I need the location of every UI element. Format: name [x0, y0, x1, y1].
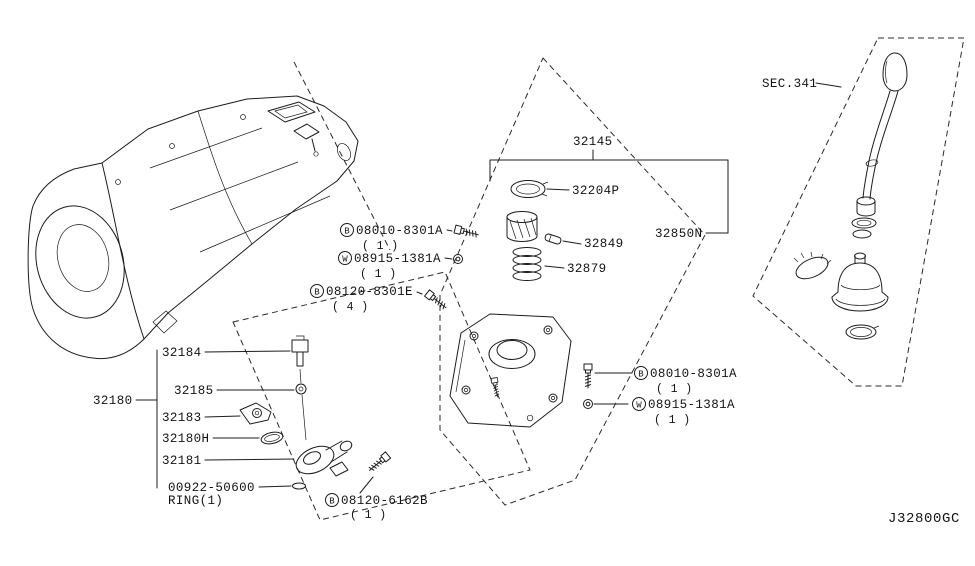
callout-number: 08120-6162B	[341, 494, 428, 508]
boot-clamp	[793, 251, 832, 280]
shift-lever-rod	[862, 90, 891, 199]
shift-lever-assembly-drawing	[793, 52, 908, 340]
plate-bolt-holes	[461, 325, 558, 422]
callout-bolt-08010-left: B 08010-8301A ( 1 )	[340, 223, 443, 253]
oring-32180h-drawing	[260, 431, 284, 445]
dashed-region-control-housing	[439, 57, 706, 506]
part-label-32180h: 32180H	[162, 432, 209, 446]
sensor-32184-drawing	[291, 335, 309, 367]
callout-qty: ( 1 )	[656, 383, 693, 396]
callout-qty: ( 1 )	[360, 268, 397, 281]
dashed-axis-line	[293, 61, 391, 251]
part-label-ring-name: RING(1)	[168, 494, 223, 508]
section-ref-label: SEC.341	[762, 77, 817, 91]
plate-stud-bolt	[490, 377, 501, 398]
transmission-case-drawing	[27, 95, 359, 360]
callout-washer-08915-right: W 08915-1381A ( 1 )	[632, 397, 735, 427]
callout-number: 08010-8301A	[356, 224, 443, 238]
shifter-opening	[267, 101, 316, 123]
bell-housing-opening	[35, 205, 125, 319]
washer-08915-right-icon	[583, 399, 593, 409]
callout-bolt-08010-right: B 08010-8301A ( 1 )	[634, 366, 737, 396]
part-label-32879: 32879	[567, 262, 607, 276]
callout-qty: ( 1 )	[350, 509, 387, 522]
part-label-32185: 32185	[174, 384, 214, 398]
part-label-ring-number: 00922-50600	[168, 481, 255, 495]
case-bracket	[293, 123, 320, 152]
part-label-32145: 32145	[573, 135, 613, 149]
bolt-08120-6162b-icon	[366, 451, 392, 474]
circled-letter-icon	[340, 223, 354, 237]
boot-snap-ring	[845, 324, 880, 340]
callout-qty: ( 1 )	[362, 240, 399, 253]
ring-00922-drawing	[292, 482, 306, 490]
dashed-region-shift-lever	[752, 37, 965, 387]
callout-qty: ( 4 )	[332, 301, 369, 314]
washer-08915-left-icon	[453, 254, 463, 264]
spring-32879-drawing	[512, 247, 542, 281]
callout-bolt-08120-6162b: B 08120-6162B ( 1 )	[325, 493, 428, 522]
part-label-32850n: 32850N	[655, 227, 702, 241]
callout-number: 08915-1381A	[648, 398, 735, 412]
lever-ring-upper	[851, 217, 877, 229]
dashed-region-speedo-pinion	[232, 271, 531, 521]
callout-washer-08915-left: W 08915-1381A ( 1 )	[338, 251, 441, 281]
svg-text:B: B	[344, 227, 350, 237]
part-label-32181: 32181	[162, 454, 202, 468]
svg-text:B: B	[314, 288, 320, 298]
part-label-32204p: 32204P	[572, 184, 619, 198]
callout-bolt-08120-8301e: B 08120-8301E ( 4 )	[310, 284, 413, 314]
part-label-32849: 32849	[584, 237, 624, 251]
svg-text:B: B	[329, 497, 335, 507]
snap-ring-32204p-drawing	[510, 180, 549, 198]
circled-letter-icon	[632, 397, 646, 411]
control-housing-plate-drawing	[449, 313, 572, 428]
control-lever-boot	[831, 252, 889, 312]
bolt-08010-left-icon	[453, 224, 480, 240]
lever-ring-lower	[852, 229, 872, 239]
control-parts-group-drawing	[506, 180, 562, 281]
washer-32185-drawing	[295, 383, 307, 395]
diagram-code: J32800GC	[888, 511, 960, 527]
bolt-08120-8301e-icon	[424, 289, 449, 312]
svg-text:W: W	[342, 255, 348, 265]
lever-32183-drawing	[239, 402, 272, 425]
circled-letter-icon	[634, 366, 648, 380]
callout-number: 08915-1381A	[354, 252, 441, 266]
callout-number: 08120-8301E	[326, 285, 413, 299]
leader-lines	[135, 82, 842, 494]
sleeve-32181-drawing	[295, 440, 353, 477]
plate-center-boss	[488, 339, 536, 369]
callout-qty: ( 1 )	[654, 414, 691, 427]
dashed-region-lines	[232, 37, 965, 521]
circled-letter-icon	[325, 493, 339, 507]
part-label-32183: 32183	[162, 411, 202, 425]
bolt-08010-right-icon	[583, 363, 593, 389]
part-label-32180: 32180	[93, 394, 133, 408]
pin-32849-drawing	[544, 233, 562, 245]
circled-letter-icon	[310, 284, 324, 298]
labels: SEC.341 32145 32204P 32850N 32849 32879 …	[93, 77, 960, 527]
lever-retainer	[856, 196, 876, 217]
svg-text:W: W	[636, 401, 642, 411]
svg-text:B: B	[638, 370, 644, 380]
callout-number: 08010-8301A	[650, 367, 737, 381]
part-label-32184: 32184	[162, 346, 202, 360]
bushing-32850n-drawing	[506, 211, 538, 242]
speedo-pinion-parts-drawing	[239, 335, 353, 490]
circled-letter-icon	[338, 251, 352, 265]
assembly-axis-line	[299, 368, 307, 441]
shift-knob	[882, 52, 908, 92]
